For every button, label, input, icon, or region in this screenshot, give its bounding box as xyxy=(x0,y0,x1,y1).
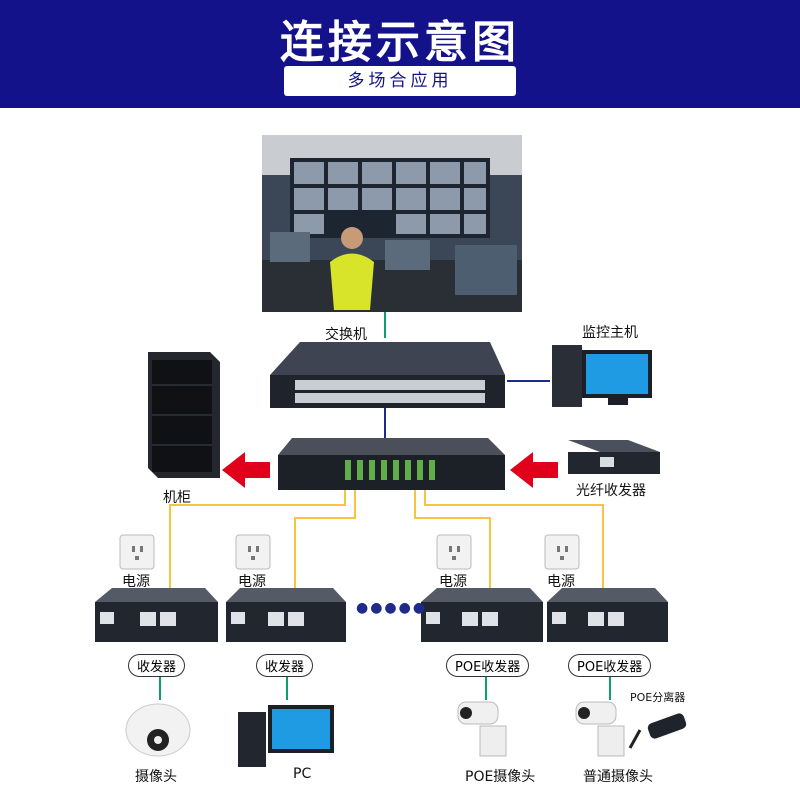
transceiver-drawings xyxy=(95,588,668,642)
power-label-2: 电源 xyxy=(238,574,266,590)
switch-drawing xyxy=(270,342,505,408)
more-ellipsis: ●●●●● xyxy=(356,600,428,616)
monitor-host-label: 监控主机 xyxy=(582,325,638,341)
fiber-lines xyxy=(169,490,604,588)
socket-holes xyxy=(132,546,568,560)
transceiver-label-2: 收发器 xyxy=(256,654,314,677)
power-label-3: 电源 xyxy=(439,574,467,590)
chassis-drawing xyxy=(278,438,505,490)
monitor-host-drawing xyxy=(552,345,652,407)
poe-splitter-label: POE分离器 xyxy=(630,691,686,704)
switch-label: 交换机 xyxy=(325,327,367,343)
poe-splitter-drawing xyxy=(628,713,687,749)
poe-camera-drawing xyxy=(457,701,507,757)
fiber-transceiver-label: 光纤收发器 xyxy=(576,483,646,499)
cabinet-drawing xyxy=(148,352,220,478)
transceiver-label-4: POE收发器 xyxy=(568,654,652,677)
green-lines xyxy=(159,312,611,700)
normal-camera-label: 普通摄像头 xyxy=(583,769,653,785)
pc-drawing xyxy=(238,705,334,767)
dome-camera-drawing xyxy=(125,703,191,757)
network-lines xyxy=(384,380,550,440)
power-label-1: 电源 xyxy=(122,574,150,590)
camera-dome-label: 摄像头 xyxy=(135,769,177,785)
transceiver-label-1: 收发器 xyxy=(128,654,186,677)
transceiver-ports xyxy=(100,612,624,626)
power-socket-drawings xyxy=(119,534,580,570)
page-title: 连接示意图 xyxy=(280,17,520,68)
subtitle-box: 多场合应用 xyxy=(284,66,516,96)
power-label-4: 电源 xyxy=(547,574,575,590)
fiber-transceiver-drawing xyxy=(568,440,660,474)
cabinet-label: 机柜 xyxy=(163,490,191,506)
transceiver-label-3: POE收发器 xyxy=(446,654,530,677)
normal-camera-drawing xyxy=(575,701,625,757)
pc-label: PC xyxy=(293,766,312,782)
poe-camera-label: POE摄像头 xyxy=(465,769,536,785)
red-arrows xyxy=(222,452,558,488)
page-subtitle: 多场合应用 xyxy=(347,71,453,91)
control-room-photo xyxy=(262,135,522,312)
